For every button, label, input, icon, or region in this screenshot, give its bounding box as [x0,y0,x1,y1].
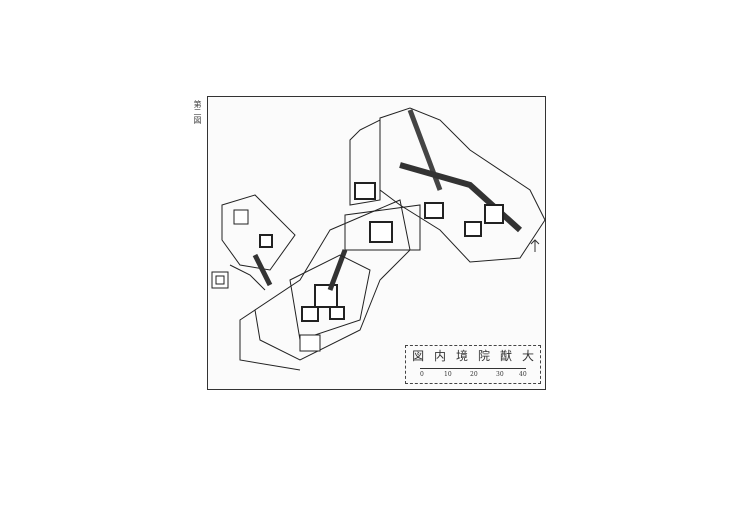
title-char: 院 [478,349,491,363]
title-char: 大 [521,349,534,363]
scale-tick: 40 [519,371,527,378]
central-precinct [239,199,421,371]
map-title-cartouche: 大 猷 院 境 内 図 0 10 20 30 40 [405,345,541,384]
title-char: 猷 [500,349,513,363]
north-arrow [530,239,540,252]
upper-right-precinct [349,107,546,263]
map-title: 大 猷 院 境 内 図 [412,349,534,363]
scale-tick: 20 [470,371,478,378]
scale-bar: 0 10 20 30 40 [420,367,527,381]
left-precinct [211,194,296,291]
title-char: 図 [412,349,425,363]
title-char: 境 [456,349,469,363]
scale-tick: 0 [420,371,424,378]
scale-tick: 30 [496,371,504,378]
scale-tick: 10 [444,371,452,378]
scale-line [420,368,526,369]
figure-number-label: 第二図 [193,100,202,124]
title-char: 内 [434,349,447,363]
